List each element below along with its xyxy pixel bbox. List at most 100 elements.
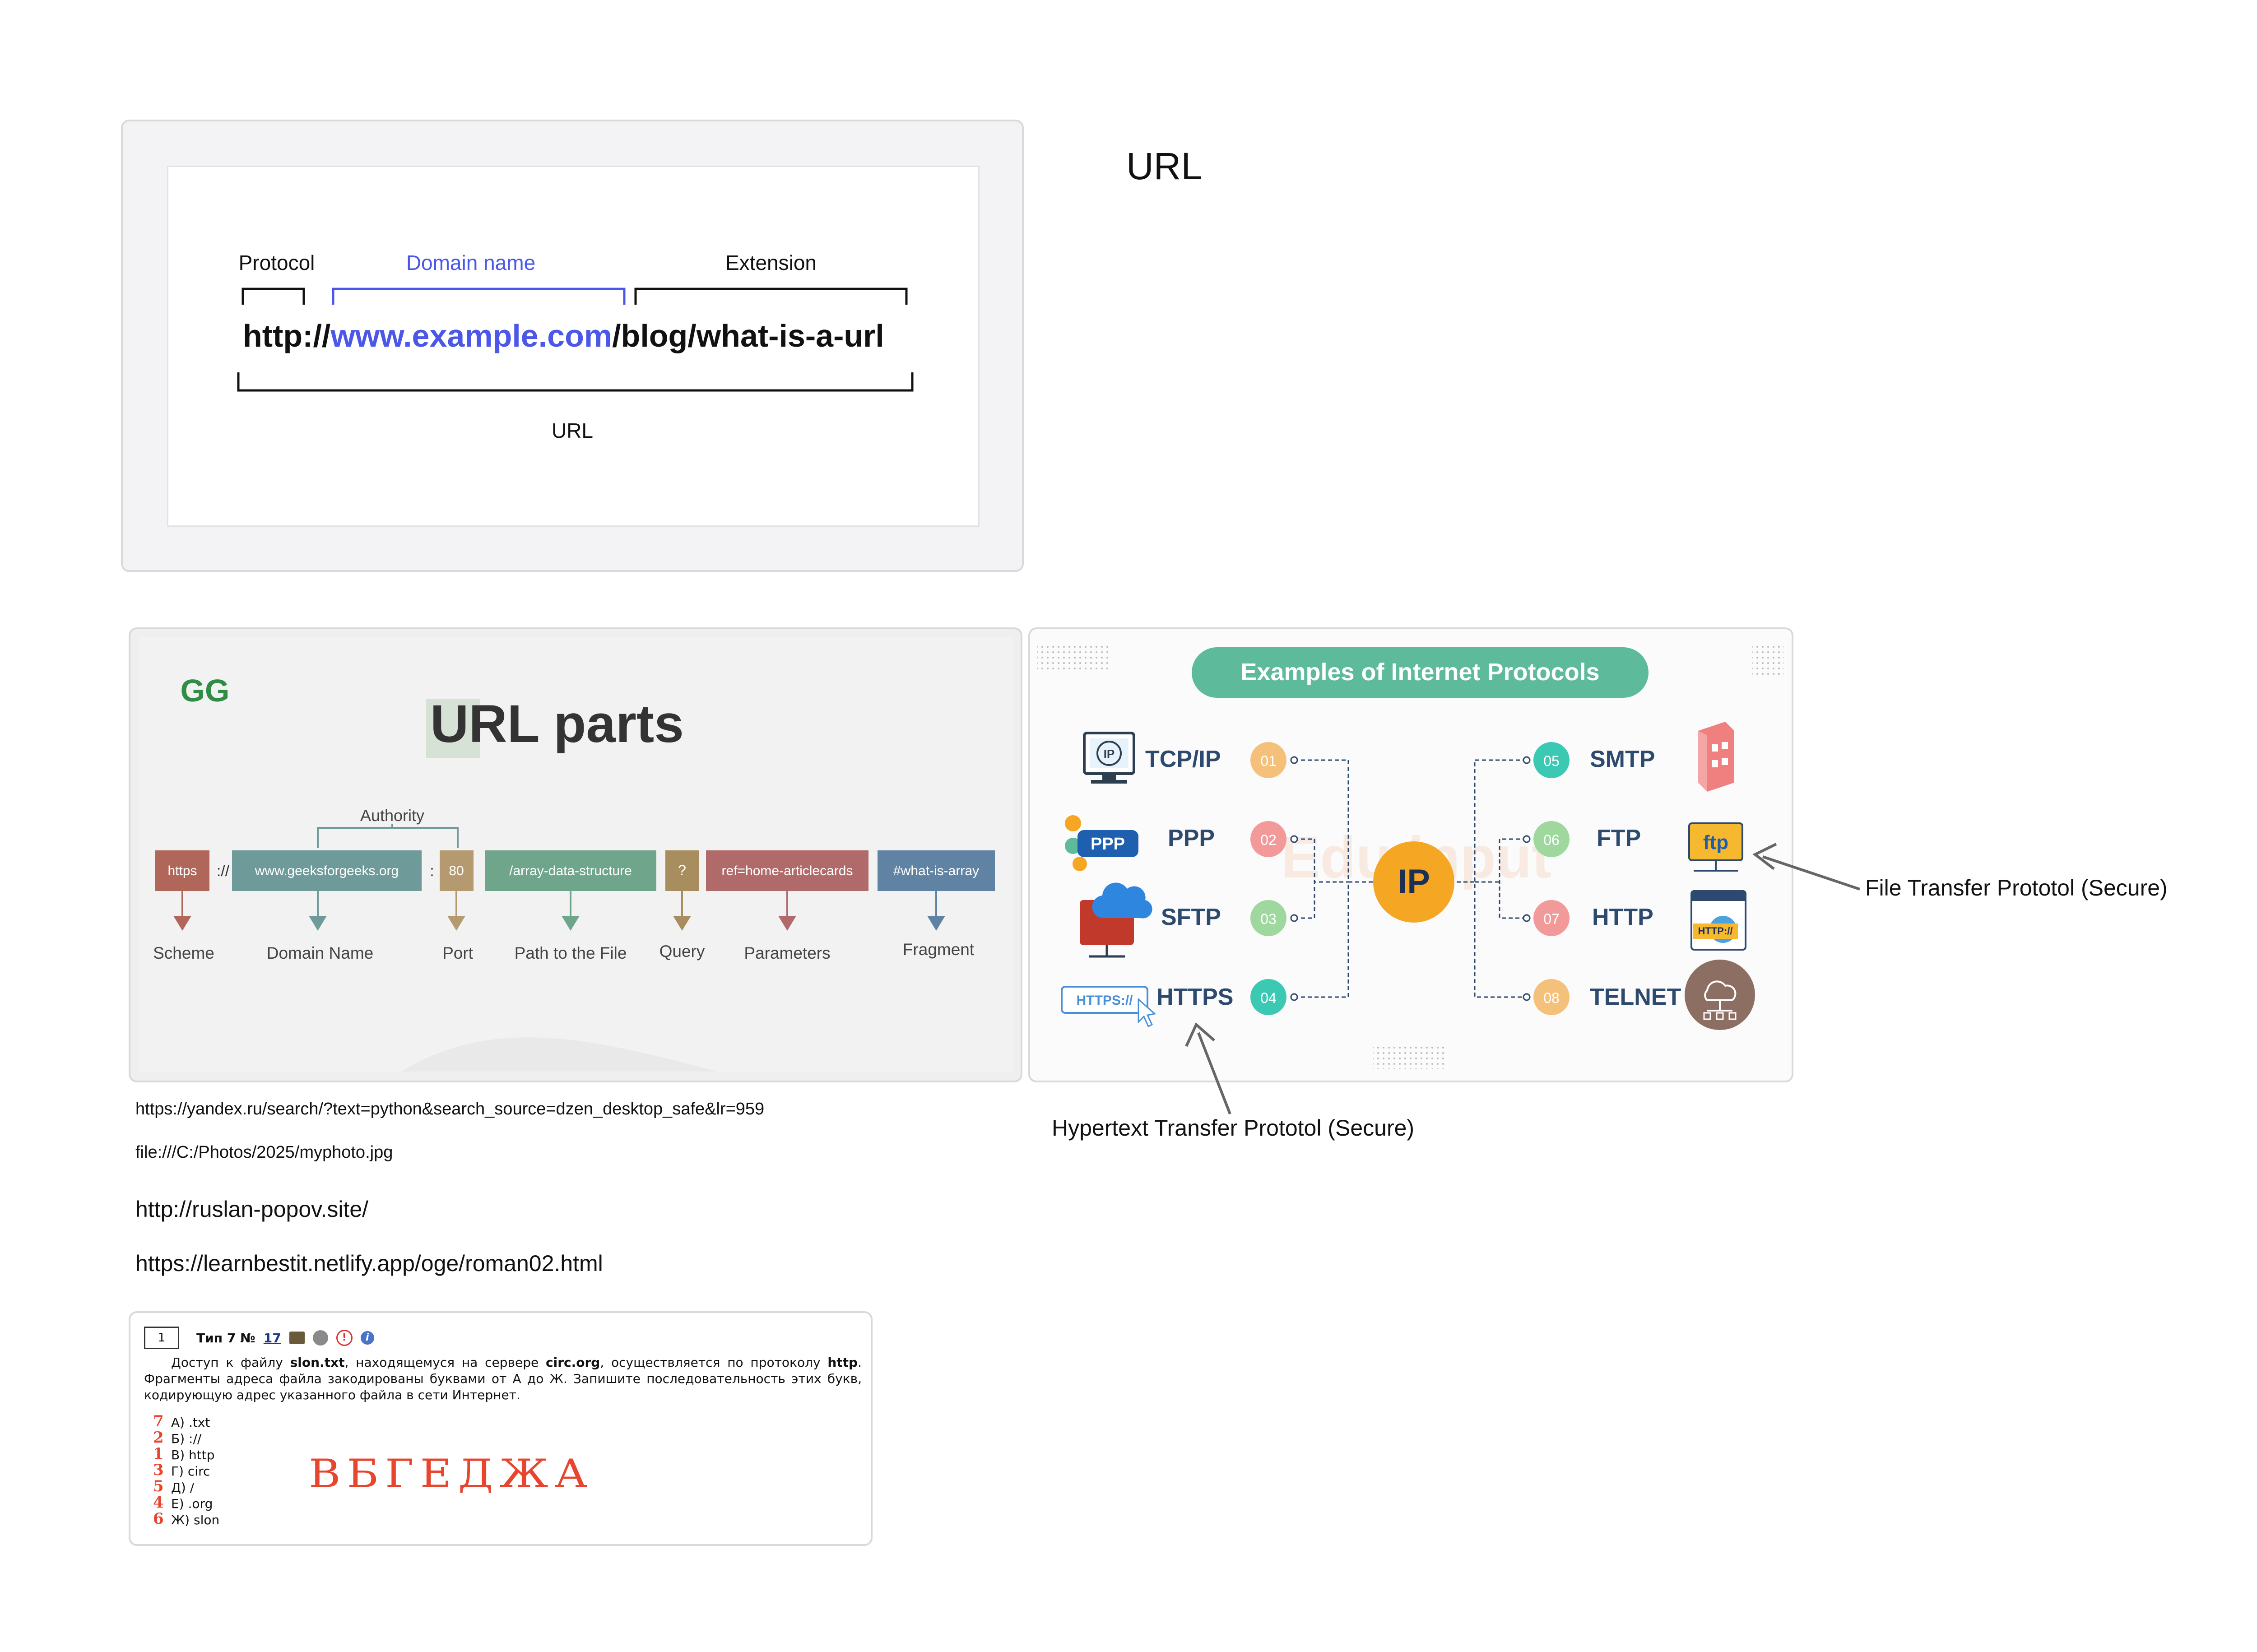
info-icon[interactable]: i xyxy=(360,1331,374,1345)
badge-07: 07 xyxy=(1543,911,1560,927)
mark: 5 xyxy=(153,1477,164,1495)
url-domain: www.example.com xyxy=(330,318,612,353)
label-query: Query xyxy=(659,942,705,961)
smtp-building-icon xyxy=(1698,722,1734,792)
example-url-4: https://learnbestit.netlify.app/oge/roma… xyxy=(135,1251,603,1276)
connector-dots xyxy=(1290,756,1531,1001)
ftp-annotation: File Transfer Prototol (Secure) xyxy=(1865,875,2168,900)
protocol-bracket xyxy=(241,288,305,305)
page-title: URL xyxy=(1126,145,1203,187)
warning-icon[interactable]: ! xyxy=(336,1330,353,1346)
label-parameters: Parameters xyxy=(744,944,830,962)
task-body-file: slon.txt xyxy=(290,1355,345,1370)
protocols-card: Examples of Internet Protocols Edu input… xyxy=(1028,627,1793,1082)
folder-icon[interactable] xyxy=(289,1332,305,1344)
url-diagram-inner: Protocol Domain name Extension http://ww… xyxy=(167,166,980,527)
circle-gray-icon[interactable] xyxy=(312,1330,328,1346)
extension-bracket xyxy=(634,288,908,305)
task-header: 1 Тип 7 № 17 ! i xyxy=(144,1327,374,1349)
label-fragment: Fragment xyxy=(903,940,975,959)
url-parts-card: GG URL parts Authority https :// www.gee… xyxy=(129,627,1022,1082)
segment-query xyxy=(665,850,699,891)
ppp-icon-label: PPP xyxy=(1091,835,1125,854)
protocol-https: HTTPS xyxy=(1156,984,1233,1010)
url-bracket xyxy=(237,372,914,392)
handwritten-answer: ВБГЕДЖА xyxy=(309,1451,594,1497)
url-diagram-card: Protocol Domain name Extension http://ww… xyxy=(121,120,1024,572)
mark: 7 xyxy=(153,1412,164,1430)
ppp-icon: PPP xyxy=(1065,815,1138,871)
url-protocol: http:// xyxy=(243,318,330,353)
protocol-sftp: SFTP xyxy=(1161,904,1221,930)
segment-fragment xyxy=(878,850,995,891)
ip-circle xyxy=(1373,841,1454,923)
protocol-tcpip: TCP/IP xyxy=(1145,746,1221,772)
label-path: Path to the File xyxy=(515,944,627,962)
https-arrowhead xyxy=(1185,1022,1215,1047)
task-body-part2: , находящемуся на сервере xyxy=(344,1355,546,1370)
badge-03: 03 xyxy=(1260,911,1277,927)
protocols-title-pill xyxy=(1192,647,1649,698)
tcp-icon-label: IP xyxy=(1104,747,1115,761)
segment-path xyxy=(485,850,656,891)
authority-label: Authority xyxy=(360,806,424,825)
segment-sep-2: : xyxy=(430,863,434,880)
ftp-arrow xyxy=(1762,855,1860,891)
authority-bracket xyxy=(317,827,459,848)
https-annotation: Hypertext Transfer Prototol (Secure) xyxy=(1052,1115,1415,1141)
mark: 3 xyxy=(153,1461,164,1479)
mark: 4 xyxy=(153,1494,164,1512)
extension-label: Extension xyxy=(725,251,817,274)
segment-params-text: ref=home-articlecards xyxy=(722,863,853,878)
label-port: Port xyxy=(442,944,474,962)
protocol-telnet: TELNET xyxy=(1590,984,1681,1010)
handwritten-marks: 7 2 1 3 5 4 6 xyxy=(153,1413,164,1527)
url-parts-title: URL parts xyxy=(430,694,684,754)
url-label: URL xyxy=(552,419,593,442)
example-url-3: http://ruslan-popov.site/ xyxy=(135,1197,369,1222)
ftp-folder-icon: ftp xyxy=(1688,822,1743,872)
task-card: 1 Тип 7 № 17 ! i Доступ к файлу slon.txt… xyxy=(129,1311,873,1546)
ip-label: IP xyxy=(1398,863,1430,901)
task-body-proto: http xyxy=(827,1355,858,1370)
task-body: Доступ к файлу slon.txt, находящемуся на… xyxy=(144,1355,862,1403)
dots-bottom xyxy=(1373,1047,1448,1069)
task-type-link[interactable]: 17 xyxy=(263,1330,281,1346)
url-segments: https :// www.geeksforgeeks.org : 80 /ar… xyxy=(155,850,995,891)
ftp-arrowhead xyxy=(1752,843,1777,870)
label-domain-name: Domain Name xyxy=(267,944,373,962)
protocols-svg: Examples of Internet Protocols Edu input… xyxy=(1037,645,1784,1069)
task-option: Д) / xyxy=(171,1480,195,1495)
tcp-monitor-icon: IP xyxy=(1083,732,1135,784)
protocol-ppp: PPP xyxy=(1168,825,1215,851)
segment-domain xyxy=(232,850,422,891)
protocol-ftp: FTP xyxy=(1597,825,1641,851)
connectors xyxy=(1294,759,1527,998)
badge-02: 02 xyxy=(1260,832,1277,848)
task-body-part4: . Фрагменты адреса файла закодированы бу… xyxy=(144,1355,862,1402)
segment-scheme-text: https xyxy=(167,863,197,878)
task-body-server: circ.org xyxy=(546,1355,600,1370)
segment-scheme xyxy=(155,850,209,891)
task-body-part3: , осуществляется по протоколу xyxy=(600,1355,828,1370)
sftp-server-icon xyxy=(1080,882,1152,958)
segment-port xyxy=(440,850,474,891)
https-icon-label: HTTPS:// xyxy=(1077,993,1133,1008)
segment-query-text: ? xyxy=(678,862,686,878)
dots-top-right xyxy=(1752,645,1784,677)
badge-08: 08 xyxy=(1543,990,1560,1006)
task-option: Б) :// xyxy=(171,1431,202,1446)
badge-05: 05 xyxy=(1543,753,1560,769)
task-body-part1: Доступ к файлу xyxy=(171,1355,290,1370)
http-icon-label: HTTP:// xyxy=(1698,925,1733,937)
ftp-icon-label: ftp xyxy=(1703,831,1728,854)
url-path: /blog/what-is-a-url xyxy=(612,318,884,353)
protocol-label: Protocol xyxy=(239,251,315,274)
task-option: Ж) slon xyxy=(171,1513,220,1527)
label-scheme: Scheme xyxy=(153,944,214,962)
protocol-smtp: SMTP xyxy=(1590,746,1655,772)
mark: 6 xyxy=(153,1510,164,1528)
segment-port-text: 80 xyxy=(449,863,464,878)
task-number-box: 1 xyxy=(144,1327,179,1349)
